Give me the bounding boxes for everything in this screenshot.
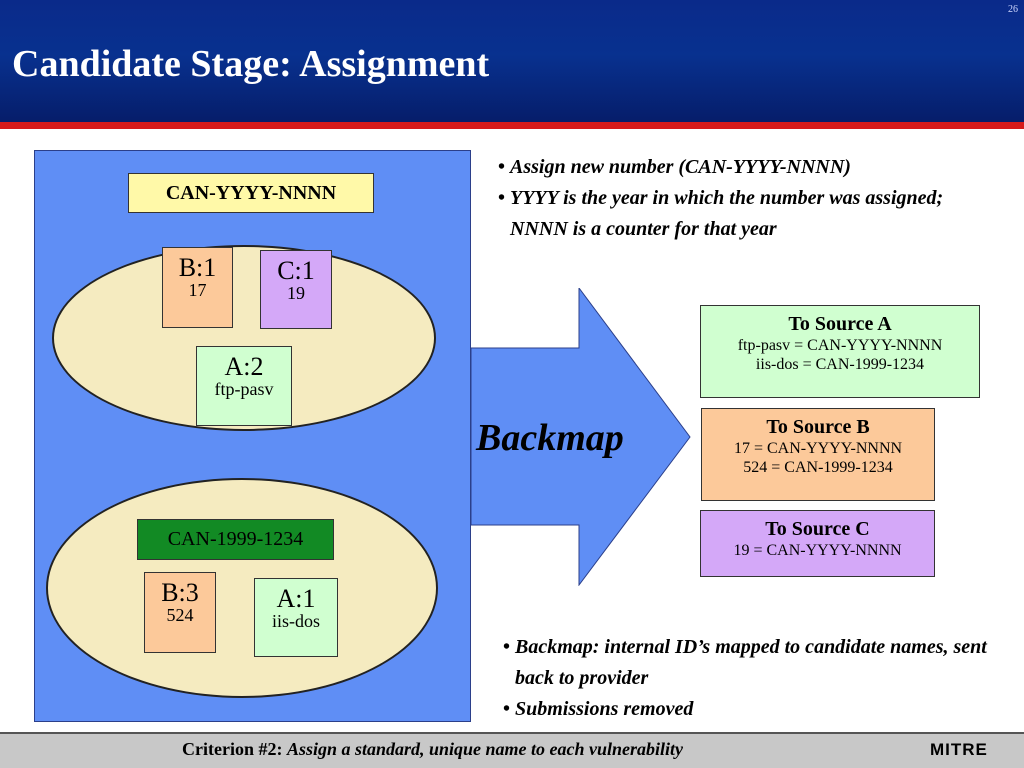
bullet-item: Backmap: internal ID’s mapped to candida… [503, 632, 1003, 694]
source-c-line: 19 = CAN-YYYY-NNNN [733, 542, 902, 559]
submission-c1-label: C:1 [277, 256, 315, 285]
can-yyyy-label: CAN-YYYY-NNNN [128, 173, 374, 213]
source-c-box: To Source C 19 = CAN-YYYY-NNNN [700, 510, 935, 577]
submission-c1-id: 19 [287, 283, 305, 304]
backmap-arrow-icon [471, 288, 691, 586]
bullet-item: YYYY is the year in which the number was… [498, 183, 998, 245]
submission-a1-label: A:1 [276, 584, 316, 613]
submission-b1-label: B:1 [178, 253, 217, 282]
backmap-label: Backmap [476, 417, 624, 459]
title-bar-stripe [0, 122, 1024, 129]
submission-a2-label: A:2 [224, 352, 264, 381]
slide-title: Candidate Stage: Assignment [12, 43, 490, 85]
source-a-line: ftp-pasv = CAN-YYYY-NNNN [737, 337, 943, 354]
footer-criterion: Criterion #2: Assign a standard, unique … [182, 739, 683, 760]
submission-b3-id: 524 [166, 605, 194, 626]
backmap-bullets: Backmap: internal ID’s mapped to candida… [503, 632, 1003, 725]
submission-a2: A:2 ftp-pasv [196, 346, 292, 426]
bullet-item: Assign new number (CAN-YYYY-NNNN) [498, 152, 998, 183]
footer-criterion-value: Assign a standard, unique name to each v… [286, 739, 684, 759]
source-c-title: To Source C [765, 518, 870, 540]
submission-b3-label: B:3 [161, 578, 199, 607]
submission-a1: A:1 iis-dos [254, 578, 338, 657]
submission-c1: C:1 19 [260, 250, 332, 329]
submission-b1-id: 17 [188, 280, 207, 301]
bullet-item: Submissions removed [503, 694, 1003, 725]
source-b-title: To Source B [766, 416, 870, 438]
source-a-title: To Source A [788, 313, 892, 335]
source-b-line: 17 = CAN-YYYY-NNNN [733, 440, 903, 457]
assignment-bullets: Assign new number (CAN-YYYY-NNNN) YYYY i… [498, 152, 998, 245]
submission-a1-id: iis-dos [271, 611, 320, 632]
source-a-box: To Source A ftp-pasv = CAN-YYYY-NNNN iis… [700, 305, 980, 398]
source-b-line: 524 = CAN-1999-1234 [743, 459, 893, 477]
source-a-line: iis-dos = CAN-1999-1234 [755, 356, 925, 374]
page-number: 26 [1008, 4, 1018, 15]
source-b-box: To Source B 17 = CAN-YYYY-NNNN 524 = CAN… [701, 408, 935, 501]
mitre-logo: MITRE [930, 740, 988, 759]
candidate-group-2 [46, 478, 438, 698]
submission-b1: B:1 17 [162, 247, 233, 328]
submission-b3: B:3 524 [144, 572, 216, 653]
can-1999-label: CAN-1999-1234 [137, 519, 334, 560]
submission-a2-id: ftp-pasv [214, 379, 274, 400]
footer-criterion-label: Criterion #2: [182, 739, 283, 759]
title-bar [0, 0, 1024, 122]
footer-bar [0, 732, 1024, 768]
